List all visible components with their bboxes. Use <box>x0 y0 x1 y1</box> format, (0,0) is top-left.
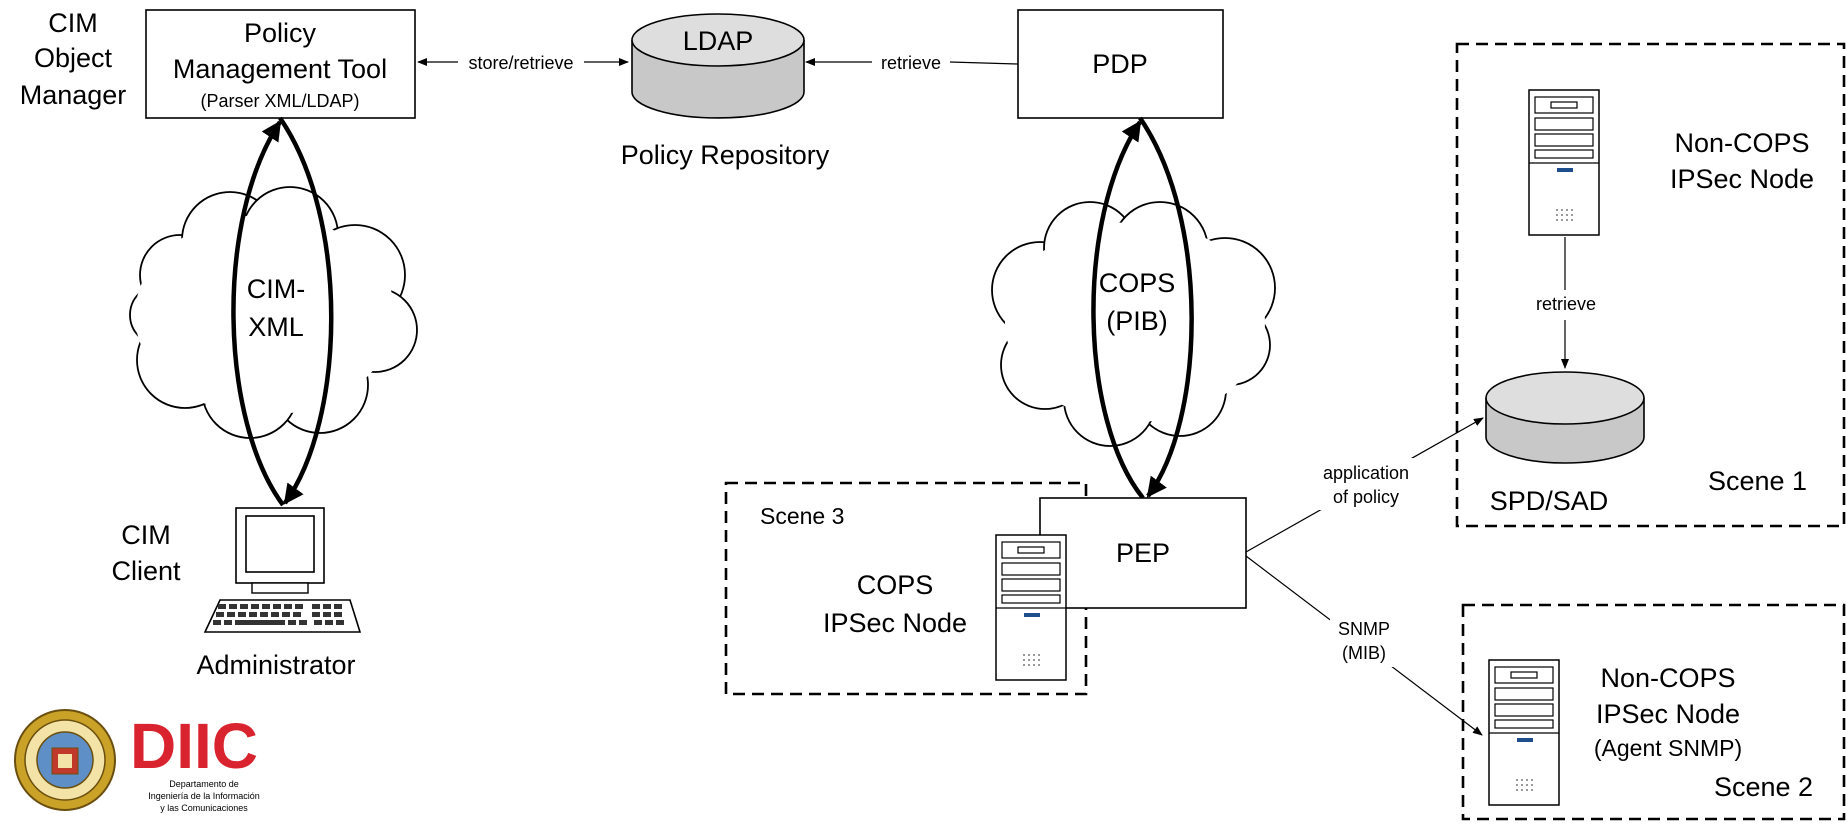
cim-xml-label-1: CIM- <box>247 274 305 304</box>
scene1-db-label: SPD/SAD <box>1490 486 1609 516</box>
spd-sad-database-icon <box>1485 371 1645 464</box>
cim-client-label-2: Client <box>111 556 181 586</box>
scene1-node-line1: Non-COPS <box>1674 128 1809 158</box>
diic-logo: DIIC Departamento de Ingeniería de la In… <box>130 710 260 813</box>
scene1-node-line2: IPSec Node <box>1670 164 1814 194</box>
snmp-mib-label-bg <box>1330 615 1400 667</box>
pep-label: PEP <box>1116 538 1170 568</box>
retrieve-line-pdp <box>949 61 1019 65</box>
cim-object-manager-label-1: CIM <box>48 8 98 38</box>
svg-text:y las Comunicaciones: y las Comunicaciones <box>160 803 248 813</box>
cops-arrow-up <box>1091 120 1145 500</box>
store-retrieve-label: store/retrieve <box>468 53 573 73</box>
scene2-node-line1: Non-COPS <box>1600 663 1735 693</box>
application-of-policy-label-2: of policy <box>1333 487 1399 507</box>
application-of-policy-label-1: application <box>1323 463 1409 483</box>
pdp-label: PDP <box>1092 49 1148 79</box>
cim-xml-arrow-down <box>278 116 334 505</box>
scene1-region <box>1455 42 1846 528</box>
svg-text:Departamento de: Departamento de <box>169 779 239 789</box>
scene2-server-icon <box>1488 659 1560 806</box>
policy-tool-line2: Management Tool <box>173 54 387 84</box>
scene2-node-line2: IPSec Node <box>1596 699 1740 729</box>
scene2-region <box>1461 603 1846 821</box>
scene2-label: Scene 2 <box>1714 772 1813 802</box>
pep-box <box>1039 497 1247 609</box>
ldap-database-icon <box>631 13 805 119</box>
svg-text:Ingeniería de la Información: Ingeniería de la Información <box>148 791 260 801</box>
policy-repository-label: Policy Repository <box>621 140 830 170</box>
ldap-label: LDAP <box>683 26 754 56</box>
cops-pib-cloud-icon <box>991 201 1276 447</box>
cops-ipsec-server-icon <box>995 534 1067 681</box>
snmp-mib-label-1: SNMP <box>1338 619 1390 639</box>
cops-pib-label-2: (PIB) <box>1106 306 1168 336</box>
scene1-label: Scene 1 <box>1708 466 1807 496</box>
cim-client-label-1: CIM <box>121 520 171 550</box>
scene3-node-line1: COPS <box>857 570 934 600</box>
policy-tool-line1: Policy <box>244 18 317 48</box>
scene1-server-icon <box>1528 89 1600 236</box>
cops-arrow-down <box>1138 116 1194 498</box>
scene3-label: Scene 3 <box>760 503 844 529</box>
cim-xml-label-2: XML <box>248 312 304 342</box>
cim-xml-arrow-up <box>231 120 285 507</box>
pdp-box <box>1017 9 1224 119</box>
cops-pib-label-1: COPS <box>1099 268 1176 298</box>
scene3-node-line2: IPSec Node <box>823 608 967 638</box>
application-of-policy-label-bg <box>1312 458 1420 510</box>
policy-management-tool-box <box>145 9 416 119</box>
scene2-node-line3: (Agent SNMP) <box>1594 735 1742 761</box>
policy-tool-line3: (Parser XML/LDAP) <box>200 91 359 111</box>
retrieve-top-label: retrieve <box>881 53 941 73</box>
university-seal-logo <box>14 709 116 811</box>
administrator-label: Administrator <box>196 650 355 680</box>
scene1-retrieve-label: retrieve <box>1536 294 1596 314</box>
cim-object-manager-label-3: Manager <box>20 80 127 110</box>
svg-text:DIIC: DIIC <box>130 710 258 782</box>
administrator-computer-icon <box>203 507 362 633</box>
snmp-mib-label-2: (MIB) <box>1342 643 1386 663</box>
cim-object-manager-label-2: Object <box>34 43 113 73</box>
